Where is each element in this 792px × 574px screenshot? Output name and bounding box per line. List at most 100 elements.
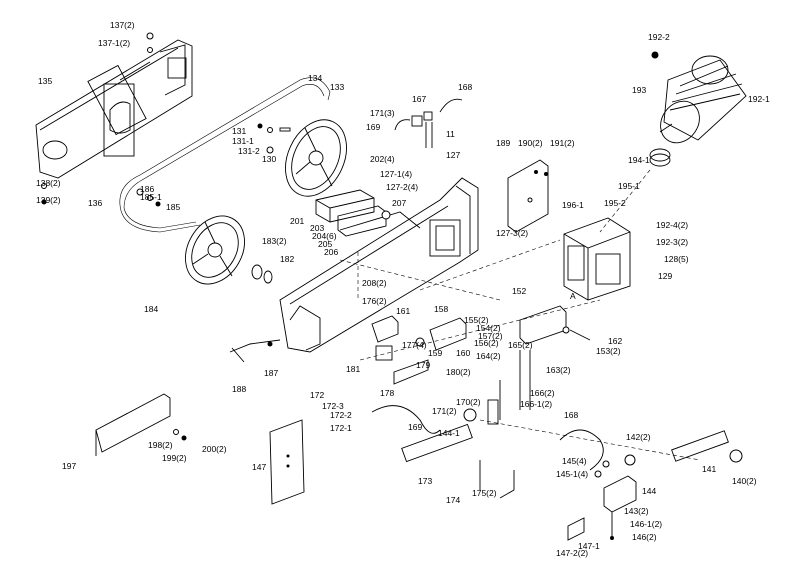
part-label: 190(2) xyxy=(518,138,543,148)
motor xyxy=(651,51,747,144)
lever-188 xyxy=(229,339,281,363)
part-label: 172-3 xyxy=(322,401,344,411)
part-label: 131 xyxy=(232,126,246,136)
part-label: 127-1(4) xyxy=(380,169,412,179)
part-label: 127-3(2) xyxy=(496,228,528,238)
part-label: 194-1 xyxy=(628,155,650,165)
upper-wheel xyxy=(285,119,347,197)
part-label: 137-1(2) xyxy=(98,38,130,48)
valve-fittings xyxy=(394,98,463,148)
part-label: 131-2 xyxy=(238,146,260,156)
part-label: 130 xyxy=(262,154,276,164)
part-label: 140(2) xyxy=(732,476,757,486)
part-label: 162 xyxy=(608,336,622,346)
part-label: 171(2) xyxy=(432,406,457,416)
part-label: 155(2) xyxy=(464,315,489,325)
vise-assembly xyxy=(371,305,591,385)
part-label: 133 xyxy=(330,82,344,92)
part-label: 154(2) xyxy=(476,323,501,333)
part-label: 178 xyxy=(380,388,394,398)
part-label: 198(2) xyxy=(148,440,173,450)
part-label: 136 xyxy=(88,198,102,208)
part-label: 192-4(2) xyxy=(656,220,688,230)
part-label: 11 xyxy=(446,129,455,139)
part-label: 127 xyxy=(446,150,460,160)
part-label: 146(2) xyxy=(632,532,657,542)
blade-guard-assembly xyxy=(35,32,193,205)
part-label: 174 xyxy=(446,495,460,505)
part-label: 175(2) xyxy=(472,488,497,498)
part-label: 176(2) xyxy=(362,296,387,306)
part-label: 141 xyxy=(702,464,716,474)
part-label: 168 xyxy=(564,410,578,420)
part-label: 187 xyxy=(264,368,278,378)
part-label: 193 xyxy=(632,85,646,95)
part-label: 179 xyxy=(416,360,430,370)
part-label: 147 xyxy=(252,462,266,472)
part-label: 157(2) xyxy=(478,331,503,341)
part-label: 167 xyxy=(412,94,426,104)
part-label: 185-1 xyxy=(140,192,162,202)
part-label: 208(2) xyxy=(362,278,387,288)
part-label: 199(2) xyxy=(162,453,187,463)
part-label: 137(2) xyxy=(110,20,135,30)
part-label: 131-1 xyxy=(232,136,254,146)
part-label: 145-1(4) xyxy=(556,469,588,479)
part-label: 195-2 xyxy=(604,198,626,208)
part-label: 135 xyxy=(38,76,52,86)
cover-plate-197 xyxy=(95,393,187,456)
part-label: 192-2 xyxy=(648,32,670,42)
lower-parts xyxy=(371,350,604,499)
part-label: 166-1(2) xyxy=(520,399,552,409)
part-label: 192-3(2) xyxy=(656,237,688,247)
assembly-lines xyxy=(339,169,701,461)
part-label: 156(2) xyxy=(474,338,499,348)
part-label: 201 xyxy=(290,216,304,226)
part-label: 177(4) xyxy=(402,340,427,350)
cover-plate-147 xyxy=(269,419,305,505)
lower-wheel xyxy=(185,215,273,285)
part-label: 139(2) xyxy=(36,195,61,205)
part-label: 128(5) xyxy=(664,254,689,264)
part-label: 153(2) xyxy=(596,346,621,356)
part-label: 144-1 xyxy=(438,428,460,438)
part-label: 204(6) xyxy=(312,231,337,241)
rail-and-clamp xyxy=(567,430,743,541)
part-label: 147-2(2) xyxy=(556,548,588,558)
part-label: 144 xyxy=(642,486,656,496)
part-label: 163(2) xyxy=(546,365,571,375)
main-arm-frame xyxy=(279,177,479,353)
part-label: 188 xyxy=(232,384,246,394)
part-label: 160 xyxy=(456,348,470,358)
part-label: 170(2) xyxy=(456,397,481,407)
part-label: A xyxy=(570,291,576,301)
part-label: 172 xyxy=(310,390,324,400)
part-label: 192-1 xyxy=(748,94,770,104)
part-label: 145(4) xyxy=(562,456,587,466)
part-label: 134 xyxy=(308,73,322,83)
part-label: 161 xyxy=(396,306,410,316)
bracket-189 xyxy=(507,159,549,233)
part-label: 202(4) xyxy=(370,154,395,164)
part-label: 197 xyxy=(62,461,76,471)
part-label: 166(2) xyxy=(530,388,555,398)
part-label: 182 xyxy=(280,254,294,264)
blade-guide-block xyxy=(315,189,391,237)
part-label: 168 xyxy=(458,82,472,92)
part-label: 181 xyxy=(346,364,360,374)
part-label: 146-1(2) xyxy=(630,519,662,529)
pulley xyxy=(649,148,671,167)
part-label: 191(2) xyxy=(550,138,575,148)
part-label: 186 xyxy=(140,184,154,194)
part-label: 172-1 xyxy=(330,423,352,433)
part-label: 203 xyxy=(310,223,324,233)
part-label: 169 xyxy=(408,422,422,432)
part-label: 189 xyxy=(496,138,510,148)
part-label: 147-1 xyxy=(578,541,600,551)
part-label: 165(2) xyxy=(508,340,533,350)
part-label: 142(2) xyxy=(626,432,651,442)
part-label: 171(3) xyxy=(370,108,395,118)
gearbox xyxy=(563,217,631,301)
part-label: 127-2(4) xyxy=(386,182,418,192)
